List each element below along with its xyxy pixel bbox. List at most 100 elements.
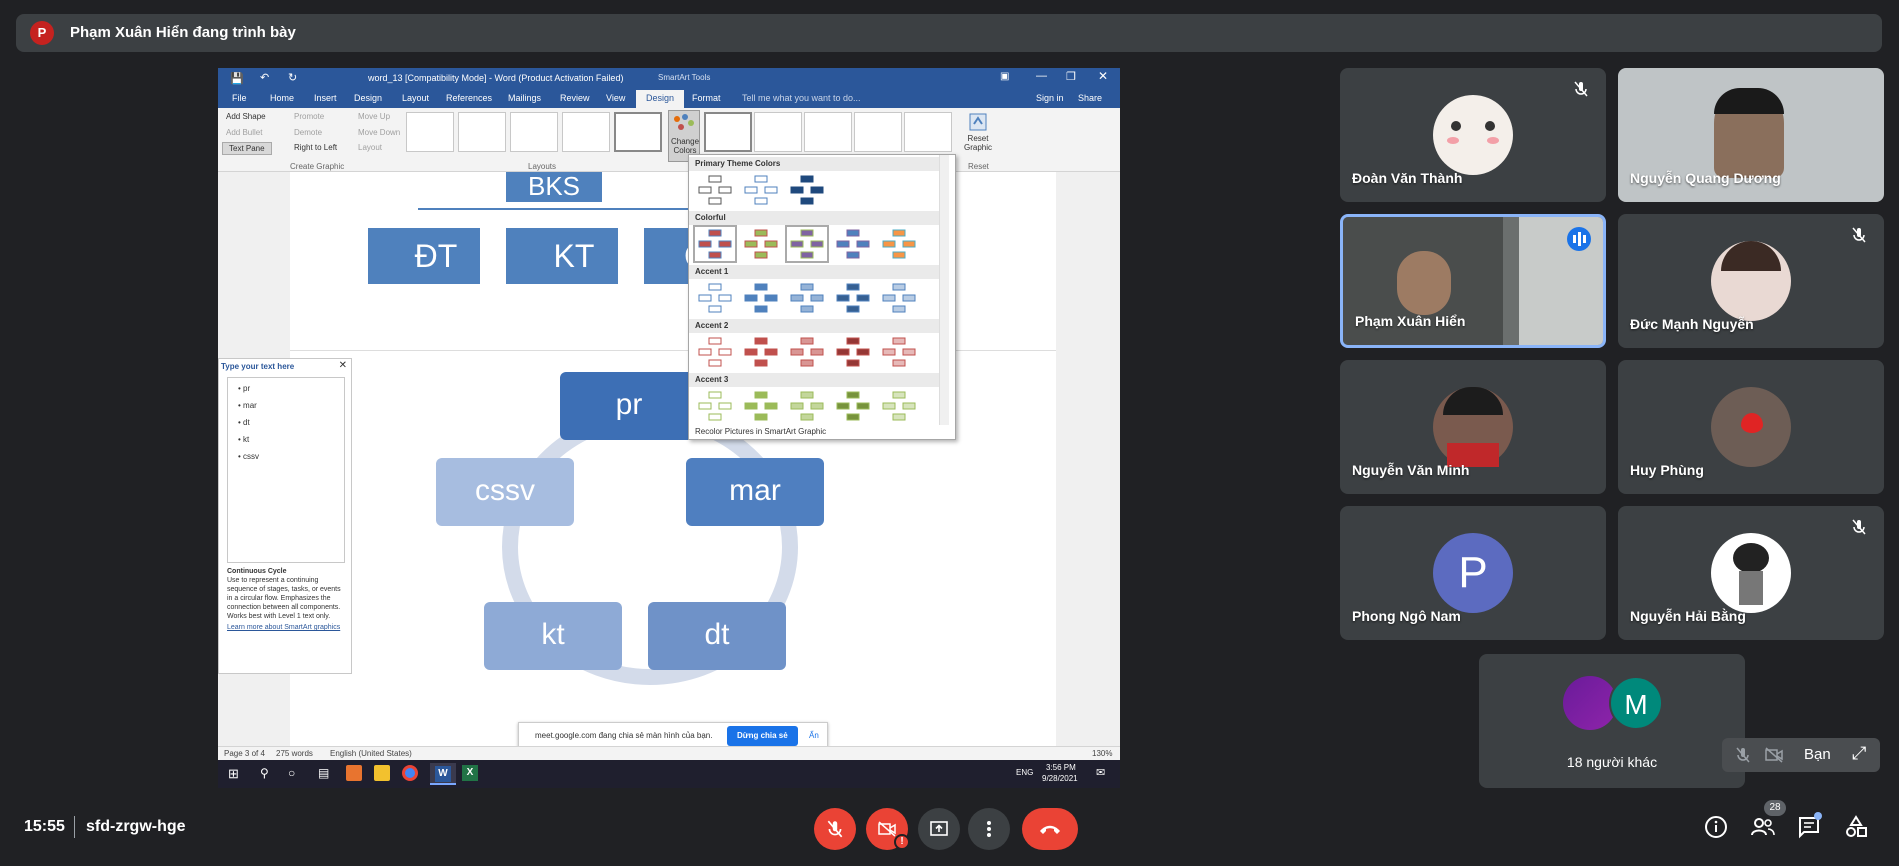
- excel-icon[interactable]: X: [462, 765, 478, 781]
- cycle-node[interactable]: kt: [484, 602, 622, 670]
- tab-references[interactable]: References: [446, 93, 493, 103]
- org-box[interactable]: KT: [506, 228, 618, 284]
- list-item[interactable]: • pr: [238, 384, 251, 393]
- color-variation-option[interactable]: [693, 225, 737, 263]
- notification-icon[interactable]: ✉: [1096, 767, 1106, 779]
- cycle-node[interactable]: mar: [686, 458, 824, 526]
- taskbar-time[interactable]: 3:56 PM: [1046, 763, 1076, 772]
- hide-button[interactable]: Ẩn: [809, 731, 819, 740]
- recolor-pictures-option[interactable]: Recolor Pictures in SmartArt Graphic: [695, 427, 827, 436]
- layout-thumb-selected[interactable]: [614, 112, 662, 152]
- chrome-icon[interactable]: [402, 765, 418, 781]
- style-thumb[interactable]: [754, 112, 802, 152]
- participant-tile[interactable]: Nguyễn Hải Bằng: [1618, 506, 1884, 640]
- color-variation-option[interactable]: [833, 281, 873, 315]
- start-icon[interactable]: ⊞: [228, 766, 239, 781]
- leave-call-button[interactable]: [1022, 808, 1078, 850]
- layout-thumb[interactable]: [510, 112, 558, 152]
- ribbon-display-icon[interactable]: ▣: [1000, 71, 1010, 82]
- layout-thumb[interactable]: [458, 112, 506, 152]
- color-variation-option[interactable]: [879, 281, 919, 315]
- more-options-button[interactable]: [968, 808, 1010, 850]
- participant-tile[interactable]: Huy Phùng: [1618, 360, 1884, 494]
- tab-insert[interactable]: Insert: [314, 93, 337, 103]
- style-thumb[interactable]: [904, 112, 952, 152]
- color-variation-option[interactable]: [695, 281, 735, 315]
- color-variation-option[interactable]: [741, 227, 781, 261]
- layout-thumb[interactable]: [406, 112, 454, 152]
- promote-button[interactable]: Promote: [294, 112, 325, 121]
- participant-tile[interactable]: P Phong Ngô Nam: [1340, 506, 1606, 640]
- camera-toggle-button[interactable]: !: [866, 808, 910, 850]
- text-pane-button[interactable]: Text Pane: [222, 142, 272, 155]
- dropdown-scrollbar[interactable]: [939, 155, 949, 425]
- color-variation-option[interactable]: [879, 227, 919, 261]
- org-box[interactable]: ĐT: [368, 228, 480, 284]
- list-item[interactable]: • mar: [238, 401, 257, 410]
- color-variation-option[interactable]: [741, 281, 781, 315]
- style-thumb[interactable]: [854, 112, 902, 152]
- cortana-icon[interactable]: ○: [288, 766, 296, 780]
- taskbar-date[interactable]: 9/28/2021: [1042, 774, 1078, 783]
- right-to-left-button[interactable]: Right to Left: [294, 143, 338, 152]
- demote-button[interactable]: Demote: [294, 128, 323, 137]
- color-variation-option[interactable]: [787, 335, 827, 369]
- color-variation-option[interactable]: [741, 335, 781, 369]
- color-variation-option[interactable]: [833, 227, 873, 261]
- participant-tile[interactable]: Nguyễn Văn Minh: [1340, 360, 1606, 494]
- mic-off-icon[interactable]: [1734, 746, 1752, 764]
- tab-home[interactable]: Home: [270, 93, 295, 103]
- tab-file[interactable]: File: [232, 93, 247, 103]
- tab-view[interactable]: View: [606, 93, 626, 103]
- color-variation-option[interactable]: [787, 389, 827, 423]
- others-tile[interactable]: M 18 người khác: [1479, 654, 1745, 788]
- participant-tile[interactable]: Đoàn Văn Thành: [1340, 68, 1606, 202]
- color-variation-option[interactable]: [695, 335, 735, 369]
- stop-sharing-button[interactable]: Dừng chia sẻ: [727, 726, 798, 746]
- tab-mailings[interactable]: Mailings: [508, 93, 542, 103]
- tab-review[interactable]: Review: [560, 93, 590, 103]
- restore-icon[interactable]: ❐: [1066, 71, 1076, 83]
- expand-icon[interactable]: ⤢: [1852, 743, 1867, 763]
- list-item[interactable]: • cssv: [238, 452, 260, 461]
- tab-layout[interactable]: Layout: [402, 93, 430, 103]
- add-bullet-button[interactable]: Add Bullet: [226, 128, 263, 137]
- style-thumb[interactable]: [804, 112, 852, 152]
- tab-smartart-design[interactable]: Design: [636, 90, 685, 108]
- color-variation-option[interactable]: [741, 389, 781, 423]
- people-icon[interactable]: [1750, 815, 1776, 839]
- tab-design[interactable]: Design: [354, 93, 383, 103]
- add-shape-button[interactable]: Add Shape: [226, 112, 266, 121]
- file-explorer-icon[interactable]: [374, 765, 390, 781]
- change-colors-button[interactable]: Change Colors: [668, 110, 700, 162]
- camera-off-icon[interactable]: [1764, 746, 1784, 764]
- close-icon[interactable]: ✕: [1098, 69, 1109, 83]
- app-icon[interactable]: [346, 765, 362, 781]
- layout-thumb[interactable]: [562, 112, 610, 152]
- undo-icon[interactable]: ↶: [260, 72, 270, 84]
- share-button[interactable]: Share: [1078, 93, 1103, 103]
- color-variation-option[interactable]: [879, 335, 919, 369]
- color-variation-option[interactable]: [787, 173, 827, 207]
- participant-tile-speaking[interactable]: Phạm Xuân Hiển: [1340, 214, 1606, 348]
- move-up-button[interactable]: Move Up: [358, 112, 391, 121]
- minimize-icon[interactable]: —: [1036, 70, 1047, 82]
- cycle-node[interactable]: cssv: [436, 458, 574, 526]
- participant-tile[interactable]: Đức Mạnh Nguyễn: [1618, 214, 1884, 348]
- zoom-level[interactable]: 130%: [1092, 749, 1113, 758]
- word-taskbar-icon[interactable]: W: [430, 763, 456, 785]
- color-variation-option[interactable]: [785, 225, 829, 263]
- list-item[interactable]: • kt: [238, 435, 250, 444]
- color-variation-option[interactable]: [695, 173, 735, 207]
- color-variation-option[interactable]: [879, 389, 919, 423]
- color-variation-option[interactable]: [787, 281, 827, 315]
- tab-format[interactable]: Format: [692, 93, 721, 103]
- learn-more-link[interactable]: Learn more about SmartArt graphics: [227, 624, 341, 631]
- color-variation-option[interactable]: [833, 335, 873, 369]
- cycle-node[interactable]: dt: [648, 602, 786, 670]
- mic-toggle-button[interactable]: [814, 808, 856, 850]
- input-language[interactable]: ENG: [1016, 768, 1034, 777]
- cycle-node[interactable]: pr: [560, 372, 698, 440]
- participant-tile[interactable]: Nguyễn Quang Dương: [1618, 68, 1884, 202]
- activities-icon[interactable]: [1844, 815, 1868, 839]
